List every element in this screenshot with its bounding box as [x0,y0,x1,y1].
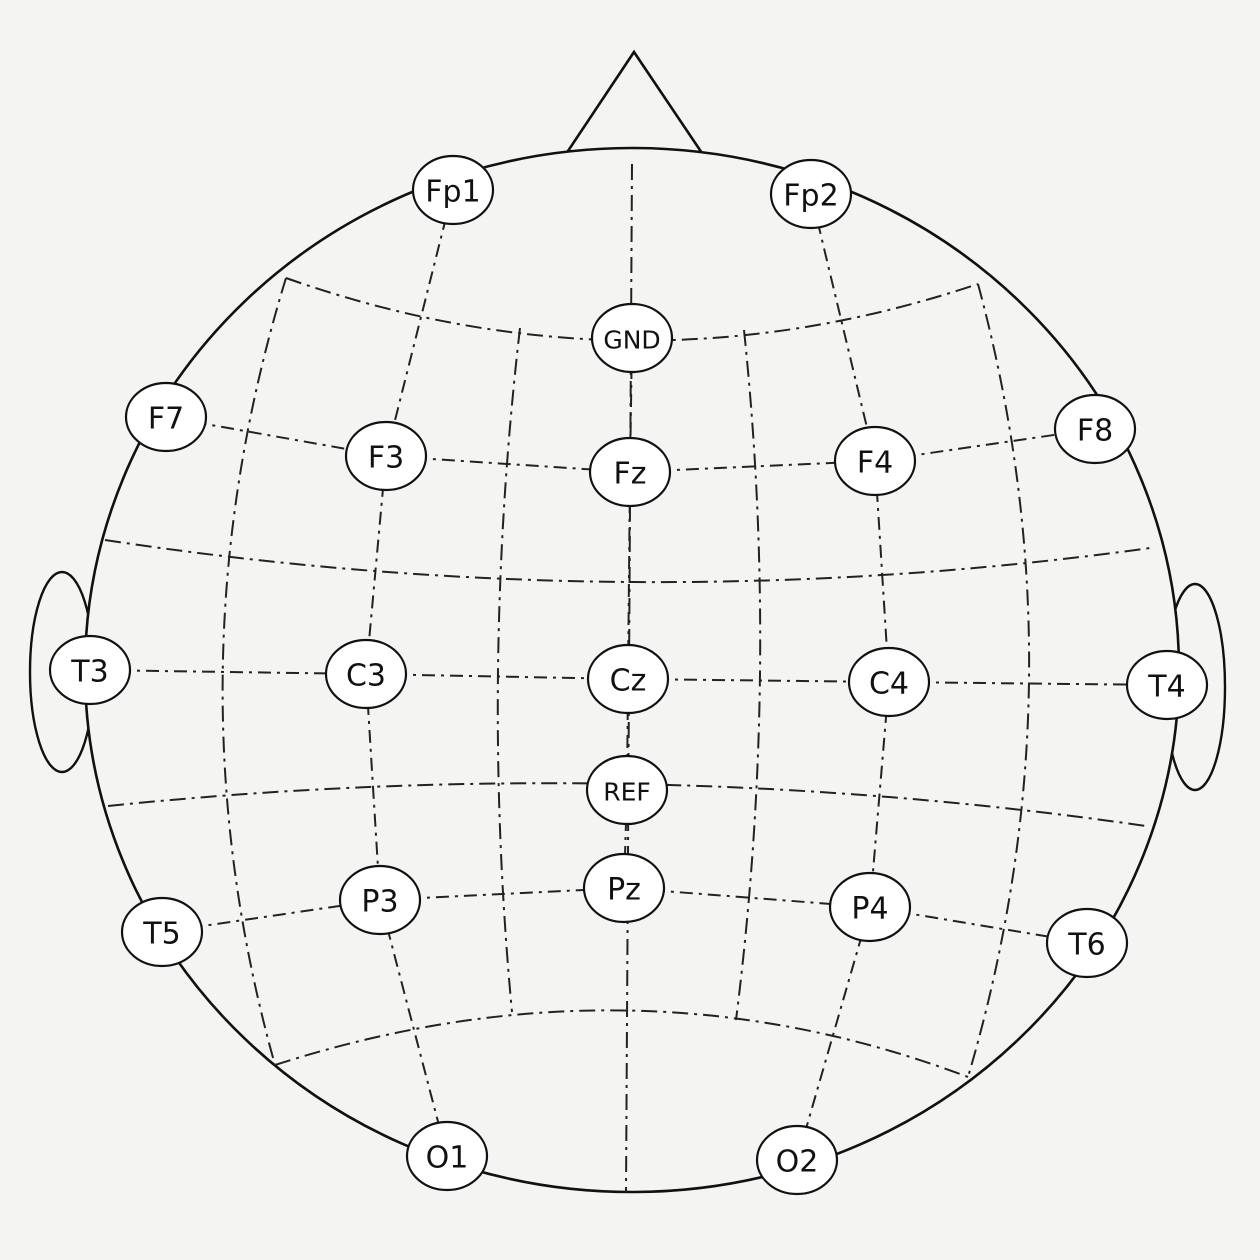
connection-gnd-fz [629,337,633,473]
connection-c3-cz [365,673,629,680]
electrode-label: GND [603,326,660,355]
grid-latitude-4 [274,1009,969,1078]
electrode-label: T4 [1147,670,1185,705]
electrode-label: Cz [610,664,647,699]
electrode-pz: Pz [582,852,666,924]
connection-fp2-f4 [810,193,876,462]
electrode-o1: O1 [405,1120,489,1192]
connection-ref-pz [623,789,628,889]
connection-c4-t4 [888,681,1168,686]
electrode-label: Pz [607,873,641,908]
electrode-f3: F3 [344,420,428,492]
electrode-p4: P4 [828,871,912,943]
connection-p4-o2 [796,906,871,1161]
electrode-label: C3 [346,659,386,694]
electrode-t4: T4 [1125,649,1209,721]
electrode-label: T3 [70,655,108,690]
electrode-t6: T6 [1045,907,1129,979]
electrode-label: P4 [851,892,888,927]
electrode-label: Fz [613,457,646,492]
electrode-label: Fp2 [783,179,838,214]
electrode-label: F4 [857,446,893,481]
electrode-t3: T3 [48,634,132,706]
electrode-f4: F4 [833,425,917,497]
electrode-t5: T5 [120,896,204,968]
connection-p3-o1 [379,899,448,1157]
electrode-f8: F8 [1053,393,1137,465]
electrode-label: P3 [361,885,398,920]
grid-longitude-4 [735,329,762,1021]
electrode-label: T5 [142,917,180,952]
electrode-fz: Fz [588,436,672,508]
electrode-label: O1 [426,1141,469,1176]
electrode-label: REF [603,778,651,807]
connection-c4-p4 [869,681,890,908]
grid-longitude-2 [496,327,521,1013]
connection-t3-c3 [89,669,367,675]
electrode-c4: C4 [847,646,931,718]
electrode-label: F7 [148,402,184,437]
grid-longitude-1 [221,277,287,1066]
electrode-label: C4 [869,667,909,702]
electrode-fp1: Fp1 [411,154,495,226]
electrode-label: T6 [1067,928,1105,963]
connection-pz-p4 [623,887,871,908]
electrode-label: F3 [368,441,404,476]
connection-cz-c4 [627,678,890,683]
connection-f3-c3 [365,455,387,675]
connection-f4-c4 [874,460,890,683]
electrode-label: Fp1 [425,175,480,210]
electrode-fp2: Fp2 [769,158,853,230]
electrode-gnd: GND [590,302,674,374]
electrode-cz: Cz [586,643,670,715]
grid-latitude-2 [104,539,1151,584]
electrode-label: F8 [1077,414,1113,449]
electrode-p3: P3 [338,864,422,936]
electrode-o2: O2 [755,1124,839,1196]
connection-c3-p3 [365,673,381,901]
grid-longitude-5 [967,283,1031,1078]
electrode-label: O2 [776,1145,819,1180]
electrode-f7: F7 [124,381,208,453]
nose-marker [560,49,710,163]
connection-fp1-f3 [385,189,454,457]
electrode-ref: REF [585,754,669,826]
electrode-group: Fp1 Fp2 GND F7 F3 Fz F4 F8 [48,154,1209,1196]
electrode-c3: C3 [324,638,408,710]
